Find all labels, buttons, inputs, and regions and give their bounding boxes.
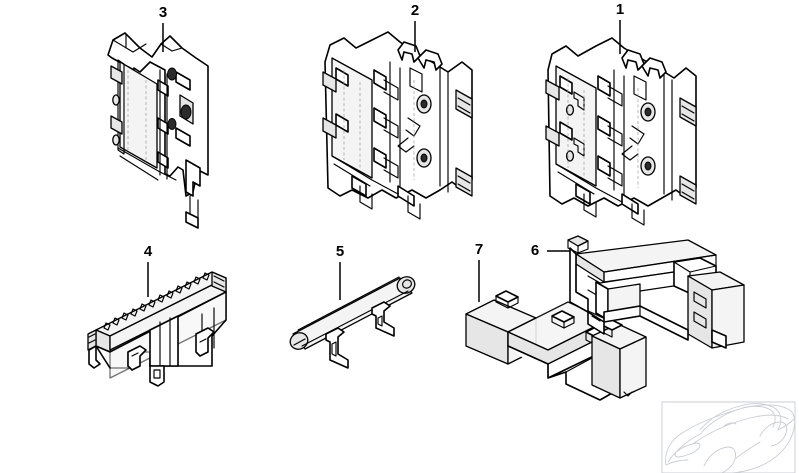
callout-label-2[interactable]: 2 [411, 2, 419, 19]
part-tube-with-tabs[interactable] [287, 274, 417, 369]
callout-label-4[interactable]: 4 [144, 243, 153, 260]
part-ribbed-channel-holder[interactable] [87, 271, 227, 387]
part-bracket-right[interactable] [545, 37, 697, 226]
callouts-layer: 3 2 1 4 5 7 6 [144, 1, 624, 302]
car-silhouette-watermark [661, 401, 796, 473]
callout-label-3[interactable]: 3 [159, 4, 167, 21]
callout-label-1[interactable]: 1 [616, 1, 624, 18]
part-bracket-left[interactable] [107, 32, 209, 229]
part-bracket-center[interactable] [322, 31, 473, 220]
callout-label-6[interactable]: 6 [531, 242, 539, 259]
callout-label-7[interactable]: 7 [475, 241, 483, 258]
part-t-shaped-spacer[interactable] [465, 290, 647, 401]
callout-label-5[interactable]: 5 [336, 243, 344, 260]
part-angled-cover-bracket[interactable] [567, 235, 745, 349]
